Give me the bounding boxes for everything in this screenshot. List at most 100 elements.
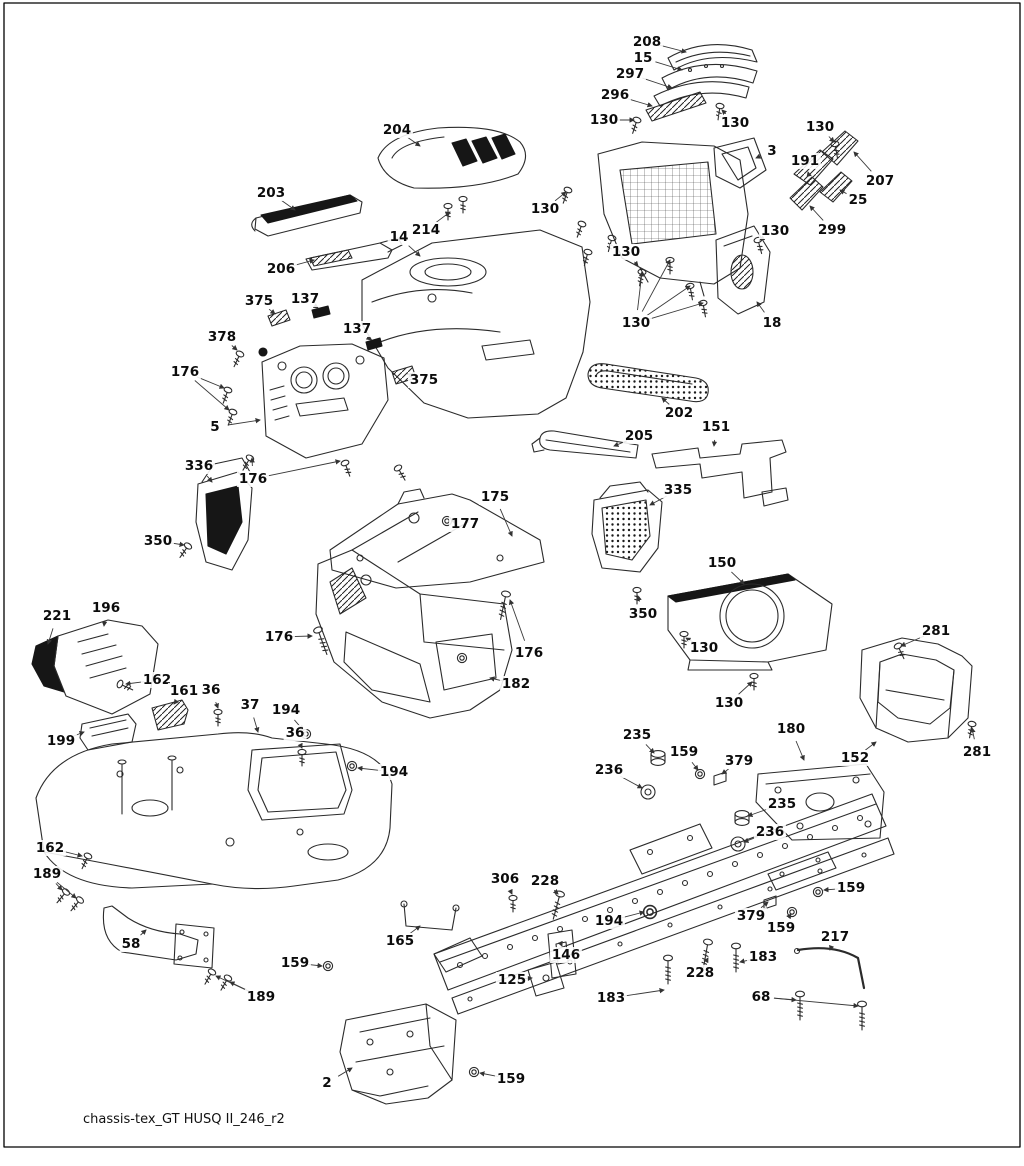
part-callout-162: 162 [33, 840, 67, 856]
part-callout-336: 336 [182, 458, 216, 474]
part-callout-194: 194 [269, 702, 303, 718]
part-callout-68: 68 [749, 989, 773, 1005]
part-callout-175: 175 [478, 489, 512, 505]
part-callout-379: 379 [722, 753, 756, 769]
part-callout-130: 130 [528, 201, 562, 217]
part-callout-194: 194 [377, 764, 411, 780]
part-335-mesh-panel [591, 481, 663, 573]
part-378-nut [258, 347, 268, 357]
part-callout-236: 236 [753, 824, 787, 840]
part-callout-375: 375 [242, 293, 276, 309]
part-callout-281: 281 [960, 744, 994, 760]
part-callout-3: 3 [765, 143, 779, 159]
part-18-side-lens-panel [715, 225, 771, 315]
part-callout-130: 130 [718, 115, 752, 131]
part-callout-176: 176 [512, 645, 546, 661]
part-callout-37: 37 [238, 697, 262, 713]
part-callout-151: 151 [699, 419, 733, 435]
part-callout-208: 208 [630, 34, 664, 50]
part-callout-196: 196 [89, 600, 123, 616]
part-callout-221: 221 [40, 608, 74, 624]
part-callout-161: 161 [167, 683, 201, 699]
part-callout-162: 162 [140, 672, 174, 688]
part-180-frame-rails [433, 763, 895, 1015]
part-callout-281: 281 [919, 623, 953, 639]
part-217-stabilizer-rod [793, 947, 866, 990]
part-callout-350: 350 [141, 533, 175, 549]
part-208-bezel-trim [667, 44, 758, 71]
part-callout-182: 182 [499, 676, 533, 692]
part-205-lower-trim [531, 430, 639, 459]
part-callout-350: 350 [626, 606, 660, 622]
diagram-caption: chassis-tex_GT HUSQ II_246_r2 [83, 1112, 285, 1127]
part-callout-130: 130 [687, 640, 721, 656]
part-297-trim-ring [653, 81, 750, 107]
part-296-grille-insert [645, 91, 707, 122]
part-callout-2: 2 [320, 1075, 334, 1091]
part-callout-130: 130 [712, 695, 746, 711]
part-202-grille [587, 363, 709, 403]
part-callout-194: 194 [592, 913, 626, 929]
part-callout-152: 152 [838, 750, 872, 766]
part-58-support-bracket [102, 905, 215, 969]
part-150-deck-plate [667, 573, 833, 671]
part-callout-130: 130 [803, 119, 837, 135]
part-196-footrest [53, 619, 159, 715]
part-callout-130: 130 [619, 315, 653, 331]
part-callout-335: 335 [661, 482, 695, 498]
part-5-dash-pedestal [261, 343, 389, 459]
page-frame [3, 2, 1021, 1148]
part-callout-205: 205 [622, 428, 656, 444]
part-callout-228: 228 [683, 965, 717, 981]
part-callout-159: 159 [834, 880, 868, 896]
part-callout-177: 177 [448, 516, 482, 532]
part-125-bracket [527, 961, 565, 997]
part-callout-159: 159 [764, 920, 798, 936]
part-callout-159: 159 [667, 744, 701, 760]
part-callout-375: 375 [407, 372, 441, 388]
part-182-chassis-tunnel [315, 549, 513, 719]
part-callout-150: 150 [705, 555, 739, 571]
part-callout-14: 14 [387, 229, 411, 245]
part-callout-204: 204 [380, 122, 414, 138]
part-callout-176: 176 [262, 629, 296, 645]
part-callout-214: 214 [409, 222, 443, 238]
part-callout-176: 176 [168, 364, 202, 380]
part-207-bracket [821, 130, 859, 166]
part-callout-36: 36 [199, 682, 223, 698]
part-callout-125: 125 [495, 972, 529, 988]
part-callout-217: 217 [818, 929, 852, 945]
part-25-bracket [819, 171, 853, 203]
part-236-washers [640, 784, 746, 852]
part-151-support-bracket [651, 439, 789, 507]
part-callout-176: 176 [236, 471, 270, 487]
part-callout-189: 189 [30, 866, 64, 882]
part-callout-130: 130 [609, 244, 643, 260]
part-callout-297: 297 [613, 66, 647, 82]
part-callout-306: 306 [488, 871, 522, 887]
part-203-trim-strip [251, 194, 363, 237]
part-37-fender [35, 732, 393, 890]
part-callout-202: 202 [662, 405, 696, 421]
part-callout-165: 165 [383, 933, 417, 949]
part-callout-379: 379 [734, 908, 768, 924]
part-callout-235: 235 [765, 796, 799, 812]
part-callout-130: 130 [758, 223, 792, 239]
part-callout-207: 207 [863, 173, 897, 189]
part-callout-25: 25 [846, 192, 870, 208]
part-callout-183: 183 [746, 949, 780, 965]
part-callout-180: 180 [774, 721, 808, 737]
part-137-clips [311, 305, 383, 351]
part-299-bracket [789, 176, 824, 211]
part-callout-130: 130 [587, 112, 621, 128]
part-callout-299: 299 [815, 222, 849, 238]
part-callout-146: 146 [549, 947, 583, 963]
part-165-link-rod [400, 900, 460, 931]
part-204-hood-top [377, 126, 527, 189]
part-callout-15: 15 [631, 50, 655, 66]
part-14-dashboard [361, 229, 591, 419]
part-callout-378: 378 [205, 329, 239, 345]
part-callout-236: 236 [592, 762, 626, 778]
part-callout-159: 159 [278, 955, 312, 971]
